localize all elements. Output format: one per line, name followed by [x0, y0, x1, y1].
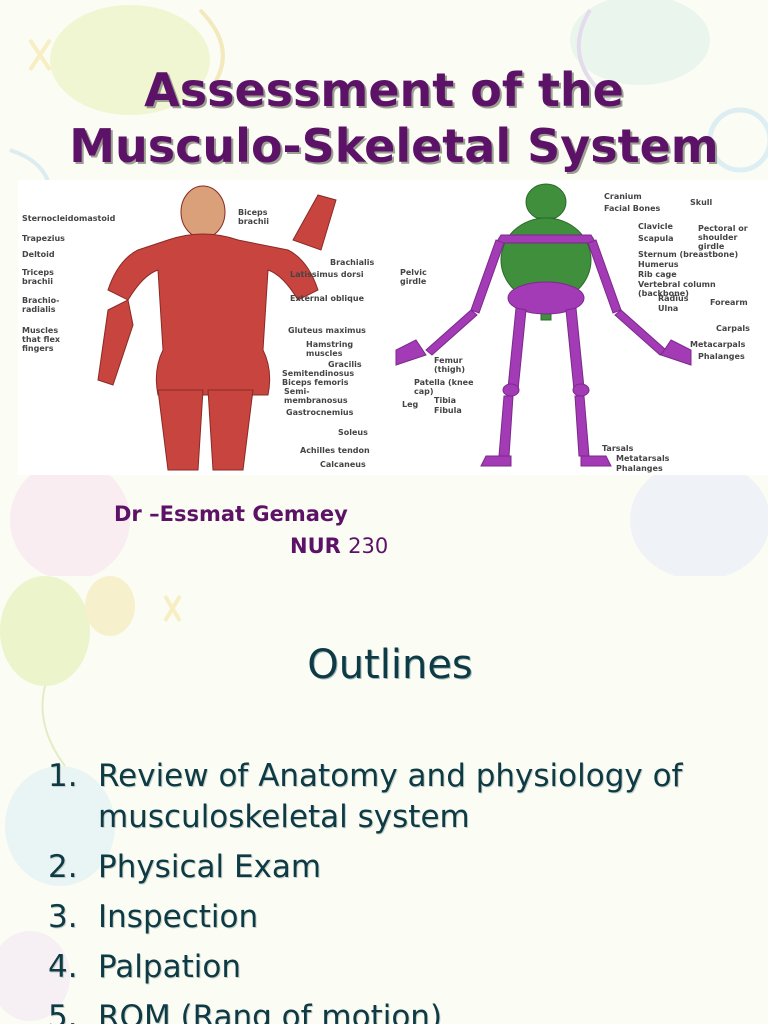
label-external-oblique: External oblique — [290, 294, 364, 303]
label-gracilis: Gracilis — [328, 360, 362, 369]
label-scapula: Scapula — [638, 234, 674, 243]
skeleton-illustration — [395, 183, 692, 467]
list-item-number: 5. — [48, 999, 78, 1024]
label-rib-cage: Rib cage — [638, 270, 677, 279]
label-phalanges-foot: Phalanges — [616, 464, 663, 473]
label-fibula: Fibula — [434, 406, 462, 415]
skeletal-system-figure: Cranium Facial Bones Skull Clavicle Scap… — [386, 180, 768, 475]
title-slide: Assessment of the Musculo-Skeletal Syste… — [0, 0, 768, 576]
label-soleus: Soleus — [338, 428, 368, 437]
label-calcaneus: Calcaneus — [320, 460, 366, 469]
muscle-body-illustration — [97, 185, 337, 484]
label-patella: Patella (knee cap) — [414, 378, 474, 396]
author-name: Dr –Essmat Gemaey — [114, 502, 348, 526]
label-trapezius: Trapezius — [22, 234, 65, 243]
slide-title: Assessment of the Musculo-Skeletal Syste… — [0, 62, 768, 174]
label-ulna: Ulna — [658, 304, 679, 313]
label-humerus: Humerus — [638, 260, 679, 269]
label-brachialis: Brachialis — [330, 258, 375, 267]
label-clavicle: Clavicle — [638, 222, 673, 231]
list-item: 4. Palpation — [48, 947, 748, 988]
title-line-2: Musculo-Skeletal System — [69, 119, 719, 173]
label-metatarsals: Metatarsals — [616, 454, 670, 463]
label-vertebral-column: Vertebral column (backbone) — [638, 280, 716, 298]
label-brachioradialis: Brachio- radialis — [22, 296, 60, 314]
label-biceps-femoris: Biceps femoris — [282, 378, 349, 387]
title-line-1: Assessment of the — [144, 63, 624, 117]
label-tarsals: Tarsals — [602, 444, 634, 453]
label-achilles-tendon: Achilles tendon — [300, 446, 370, 455]
label-skull: Skull — [690, 198, 713, 207]
label-metacarpals: Metacarpals — [690, 340, 746, 349]
list-item-text: Palpation — [98, 949, 241, 985]
label-pelvic-girdle: Pelvic girdle — [400, 268, 427, 286]
list-item-text: ROM (Rang of motion) — [98, 999, 443, 1024]
course-number: 230 — [348, 534, 389, 558]
list-item-number: 3. — [48, 899, 78, 935]
label-gastrocnemius: Gastrocnemius — [286, 408, 354, 417]
list-item-number: 4. — [48, 949, 78, 985]
label-latissimus-dorsi: Latissimus dorsi — [290, 270, 364, 279]
label-biceps-brachii: Biceps brachii — [238, 208, 269, 226]
balloon-background — [0, 576, 182, 1021]
list-item: 3. Inspection — [48, 897, 748, 938]
list-item: 2. Physical Exam — [48, 847, 748, 888]
outlines-heading: Outlines — [307, 642, 473, 688]
label-carpals: Carpals — [716, 324, 750, 333]
label-deltoid: Deltoid — [22, 250, 55, 259]
label-finger-flexors: Muscles that flex fingers — [22, 326, 61, 353]
label-leg: Leg — [402, 400, 419, 409]
label-tibia: Tibia — [434, 396, 457, 405]
label-radius: Radius — [658, 294, 689, 303]
list-item-number: 1. — [48, 758, 78, 794]
list-item: 5. ROM (Rang of motion) — [48, 997, 748, 1024]
list-item-text: Inspection — [98, 899, 259, 935]
label-semimembranosus: Semi- membranosus — [284, 387, 348, 405]
list-item-number: 2. — [48, 849, 78, 885]
balloon-background — [9, 0, 768, 576]
label-hamstring: Hamstring muscles — [306, 340, 354, 358]
outline-list: 1. Review of Anatomy and physiology of m… — [48, 756, 748, 1024]
label-pectoral-girdle: Pectoral or shoulder girdle — [698, 224, 748, 251]
label-phalanges-hand: Phalanges — [698, 352, 745, 361]
label-gluteus-maximus: Gluteus maximus — [288, 326, 366, 335]
list-item-text: Physical Exam — [98, 849, 322, 885]
label-forearm: Forearm — [710, 298, 748, 307]
label-semitendinosus: Semitendinosus — [282, 369, 355, 378]
course-prefix: NUR — [290, 534, 341, 558]
outlines-slide: Outlines 1. Review of Anatomy and physio… — [0, 576, 768, 1024]
label-sternum: Sternum (breastbone) — [638, 250, 739, 259]
course-code: NUR 230 — [290, 534, 388, 558]
label-facial-bones: Facial Bones — [604, 204, 661, 213]
muscular-system-figure: Sternocleidomastoid Trapezius Deltoid Tr… — [18, 180, 388, 484]
list-item-text: Review of Anatomy and physiology of musc… — [98, 758, 683, 835]
list-item: 1. Review of Anatomy and physiology of m… — [48, 756, 748, 838]
label-cranium: Cranium — [604, 192, 642, 201]
label-sternocleidomastoid: Sternocleidomastoid — [22, 214, 116, 223]
label-femur: Femur (thigh) — [434, 356, 465, 374]
label-triceps: Triceps brachii — [22, 268, 54, 286]
